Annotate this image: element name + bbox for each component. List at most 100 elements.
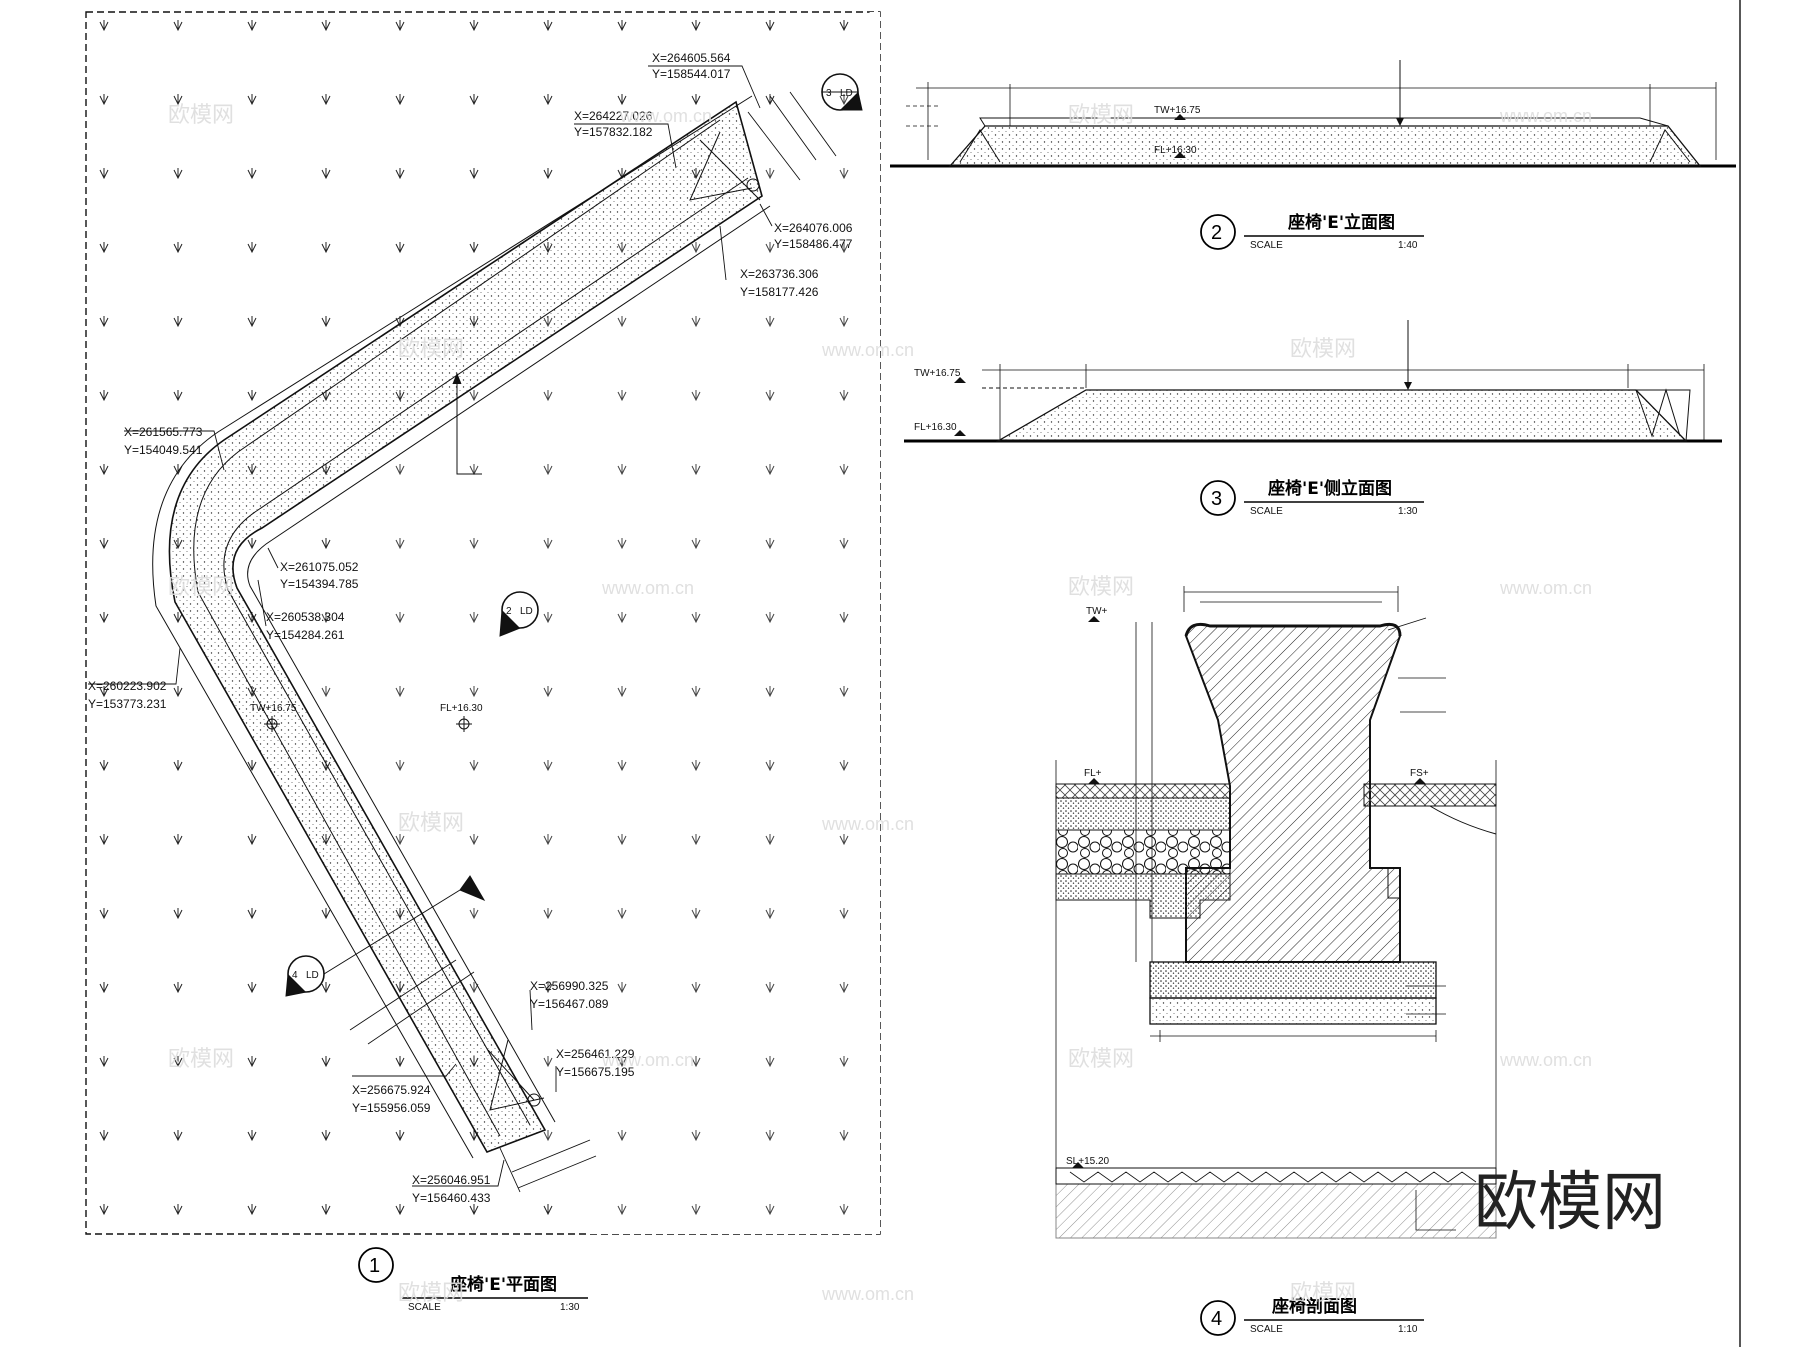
tw-level-label: TW+16.75 [250, 703, 297, 714]
side-tw-label: TW+16.75 [914, 368, 961, 379]
coord-y: Y=158544.017 [652, 67, 731, 81]
scale-label: SCALE [1250, 506, 1283, 517]
coord-x: X=256461.229 [556, 1047, 635, 1061]
watermark-url: www.om.cn [1499, 1050, 1592, 1070]
coord-x: X=264227.026 [574, 109, 653, 123]
watermark-url: www.om.cn [1499, 106, 1592, 126]
tw-level-marker: TW+16.75 [250, 703, 297, 732]
scale-value: 1:10 [1398, 1324, 1418, 1335]
section-mark-num: 4 [292, 970, 298, 981]
watermark-brand: 欧模网 [398, 811, 464, 836]
elevation-fl-label: FL+16.30 [1154, 145, 1197, 156]
drawing-number: 4 [1211, 1308, 1222, 1330]
section-mark-4: 4 LD [285, 875, 486, 997]
scale-value: 1:40 [1398, 240, 1418, 251]
coord-y: Y=154049.541 [124, 443, 203, 457]
section-sl-label: SL+15.20 [1066, 1156, 1110, 1167]
fl-level-marker: FL+16.30 [440, 703, 483, 732]
coord-x: X=256046.951 [412, 1173, 491, 1187]
section-mark-ref: LD [520, 606, 533, 617]
scale-value: 1:30 [560, 1302, 580, 1313]
side-fl-label: FL+16.30 [914, 422, 957, 433]
section-mark-num: 3 [826, 88, 832, 99]
watermark-url: www.om.cn [821, 1284, 914, 1304]
scale-value: 1:30 [1398, 506, 1418, 517]
watermark-url: www.om.cn [821, 814, 914, 834]
watermark-url: www.om.cn [601, 1050, 694, 1070]
coord-x: X=264605.564 [652, 51, 731, 65]
watermark-logo: 欧模网 [1474, 1166, 1666, 1240]
scale-label: SCALE [1250, 1324, 1283, 1335]
section-tw-label: TW+ [1086, 606, 1108, 617]
section-mark-ref: LD [306, 970, 319, 981]
bench-side-elevation [995, 389, 1688, 442]
coord-x: X=261565.773 [124, 425, 203, 439]
section-view: TW+ FL+ FS+ SL+15.20 [1055, 586, 1497, 1239]
drawing-number: 3 [1211, 488, 1222, 510]
coord-x: X=263736.306 [740, 267, 819, 281]
coord-y: Y=158177.426 [740, 285, 819, 299]
title-3: 3 座椅'E'侧立面图 SCALE 1:30 [1200, 478, 1424, 517]
elevation-view: TW+16.75 FL+16.30 [890, 60, 1736, 168]
watermark-brand: 欧模网 [1068, 575, 1134, 600]
coord-y: Y=158486.477 [774, 237, 853, 251]
coord-x: X=260223.902 [88, 679, 167, 693]
section-mark-2: 2 LD [499, 591, 539, 637]
plan-view: 3 LD 2 LD 4 LD TW+16.75 FL+16.30 X [85, 11, 881, 1235]
watermark-url: www.om.cn [619, 106, 712, 126]
drawing-title: 座椅'E'立面图 [1288, 212, 1395, 233]
coord-y: Y=156460.433 [412, 1191, 491, 1205]
watermark-brand: 欧模网 [398, 1281, 464, 1306]
scale-label: SCALE [408, 1302, 441, 1313]
coord-y: Y=154394.785 [280, 577, 359, 591]
title-4: 4 座椅剖面图 SCALE 1:10 [1200, 1296, 1424, 1336]
coord-y: Y=155956.059 [352, 1101, 431, 1115]
coord-x: X=256675.924 [352, 1083, 431, 1097]
fl-level-label: FL+16.30 [440, 703, 483, 714]
section-mark-num: 2 [506, 606, 512, 617]
elevation-tw-label: TW+16.75 [1154, 105, 1201, 116]
title-1: 1 座椅'E'平面图 SCALE 1:30 [358, 1247, 588, 1313]
side-elevation-view: TW+16.75 FL+16.30 [904, 320, 1722, 443]
coord-x: X=261075.052 [280, 560, 359, 574]
coord-y: Y=156467.089 [530, 997, 609, 1011]
coord-y: Y=154284.261 [266, 628, 345, 642]
watermark-brand: 欧模网 [398, 337, 464, 362]
watermark-url: www.om.cn [601, 578, 694, 598]
coord-y: Y=157832.182 [574, 125, 653, 139]
watermark-brand: 欧模网 [1290, 337, 1356, 362]
coord-x: X=260538.304 [266, 610, 345, 624]
drawing-title: 座椅剖面图 [1272, 1296, 1357, 1317]
coord-y: Y=153773.231 [88, 697, 167, 711]
coord-x: X=264076.006 [774, 221, 853, 235]
watermarks: 欧模网 www.om.cn 欧模网 www.om.cn 欧模网 www.om.c… [168, 103, 1592, 1306]
drawing-number: 1 [369, 1255, 380, 1277]
watermark-brand: 欧模网 [1290, 1281, 1356, 1306]
scale-label: SCALE [1250, 240, 1283, 251]
drawing-title: 座椅'E'侧立面图 [1268, 478, 1392, 499]
coord-y: Y=156675.195 [556, 1065, 635, 1079]
watermark-brand: 欧模网 [1068, 103, 1134, 128]
drawing-title: 座椅'E'平面图 [450, 1274, 557, 1295]
section-fs-label: FS+ [1410, 768, 1429, 779]
drawing-number: 2 [1211, 222, 1222, 244]
coord-x: X=256990.325 [530, 979, 609, 993]
watermark-brand: 欧模网 [168, 575, 234, 600]
watermark-brand: 欧模网 [168, 1047, 234, 1072]
title-2: 2 座椅'E'立面图 SCALE 1:40 [1200, 212, 1424, 251]
watermark-brand: 欧模网 [168, 103, 234, 128]
bench-plan [168, 100, 763, 1153]
section-mark-3: 3 LD [821, 73, 863, 111]
